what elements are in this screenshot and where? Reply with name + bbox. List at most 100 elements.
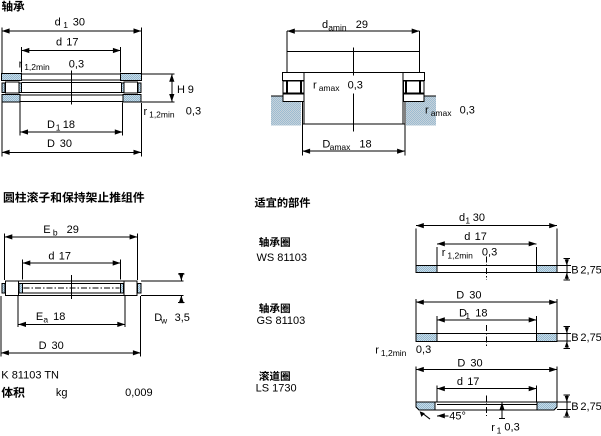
- part-name-gs: [259, 303, 290, 314]
- svg-text:r: r: [442, 247, 446, 259]
- dim-d1: d 1 30: [1, 17, 142, 73]
- label-ramax-right: r amax 0,3: [425, 105, 475, 119]
- svg-text:B: B: [571, 264, 578, 276]
- dim-ws-d1: d 1 30: [415, 212, 558, 265]
- bearing-section-title: [1, 0, 25, 12]
- label-ls-r1: r 1 0,3: [491, 402, 520, 435]
- svg-text:0,3: 0,3: [186, 106, 201, 118]
- svg-text:d: d: [322, 19, 328, 31]
- mounting-dimensions-drawing: d amin 29 r amax 0,3 r amax 0,3 D amax 1…: [271, 19, 475, 156]
- label-r12min-top: r 1,2min 0,3: [19, 59, 84, 73]
- svg-text:17: 17: [475, 231, 487, 243]
- dim-B-gs: B 2,75: [557, 325, 601, 349]
- dim-Eb: E b 29: [4, 224, 138, 280]
- label-gs-r: r 1,2min 0,3: [375, 344, 431, 358]
- dim-d: d 17: [21, 37, 122, 73]
- mass-value: 0,009: [125, 387, 153, 399]
- dim-D1: D 1 18: [19, 102, 124, 136]
- svg-text:amax: amax: [330, 142, 352, 152]
- mounting-roller-right: [405, 80, 420, 94]
- svg-text:30: 30: [470, 358, 482, 370]
- dim-gs-D: D 30: [415, 289, 558, 333]
- svg-text:0,3: 0,3: [348, 80, 363, 92]
- label-r12min-bottom: r 1,2min 0,3: [144, 106, 202, 120]
- svg-text:1: 1: [56, 122, 61, 132]
- svg-text:d: d: [48, 250, 54, 262]
- svg-text:0,3: 0,3: [69, 59, 84, 71]
- svg-text:30: 30: [473, 212, 485, 224]
- mounting-shaft-washer-left: [282, 72, 305, 81]
- mass-label: [1, 386, 25, 398]
- label-ws-r: r 1,2min 0,3: [442, 247, 497, 261]
- dim-ls-d: d 17: [436, 376, 537, 402]
- svg-text:w: w: [160, 316, 168, 326]
- svg-text:18: 18: [475, 308, 487, 320]
- mounting-roller-left: [287, 80, 302, 94]
- part-name-ws: [259, 237, 290, 247]
- svg-text:30: 30: [60, 138, 72, 150]
- cage-rim: [137, 282, 142, 294]
- label-ls-chamfer: 45°: [419, 411, 466, 423]
- housing-washer-left-section: [1, 94, 21, 103]
- roller-cage-assembly-drawing: E b 29 d 17 E a 18 D 30 D w 3,5: [0, 224, 190, 357]
- cage-strip: [1, 82, 6, 93]
- cage-strip: [137, 82, 142, 93]
- svg-text:2,75: 2,75: [580, 401, 601, 413]
- svg-text:r: r: [375, 345, 379, 357]
- svg-text:45°: 45°: [449, 411, 466, 423]
- dim-damin: d amin 29: [287, 19, 420, 34]
- svg-text:amax: amax: [319, 83, 341, 93]
- svg-text:17: 17: [59, 250, 71, 262]
- svg-text:18: 18: [63, 119, 75, 131]
- svg-text:1: 1: [63, 20, 68, 30]
- svg-text:30: 30: [73, 17, 85, 29]
- cage-rim: [1, 282, 6, 294]
- housing-washer-right-section: [122, 94, 142, 103]
- dim-ls-D: D 30: [415, 358, 558, 402]
- assembly-roller-left: [4, 280, 20, 296]
- mounting-housing-washer-left: [282, 93, 305, 103]
- mounting-housing-washer-right: [402, 93, 425, 103]
- dim-D: D 30: [1, 102, 142, 157]
- svg-text:r: r: [313, 80, 317, 92]
- svg-text:d: d: [56, 37, 62, 49]
- cage-strip: [120, 82, 125, 93]
- svg-text:0,3: 0,3: [416, 344, 431, 356]
- mounting-shaft-washer-right: [402, 72, 426, 81]
- assembly-roller-right: [123, 280, 138, 296]
- svg-text:1: 1: [465, 311, 470, 321]
- svg-text:r: r: [144, 106, 148, 118]
- gs-washer-drawing: D 30 D 1 18 r 1,2min 0,3 B 2,75: [375, 289, 601, 358]
- svg-text:D: D: [39, 340, 47, 352]
- svg-text:D: D: [47, 138, 55, 150]
- assembly-section-title: [3, 191, 145, 203]
- dim-Damax: D amax 18: [301, 124, 406, 156]
- dim-B-ls: B 2,75: [557, 394, 601, 418]
- svg-text:a: a: [43, 315, 48, 325]
- svg-text:18: 18: [359, 139, 371, 151]
- roller-left: [4, 81, 20, 94]
- svg-text:B: B: [571, 401, 578, 413]
- part-code-ws: WS 81103: [257, 252, 308, 264]
- part-name-ls: [259, 370, 290, 381]
- bearing-cross-section-drawing: d 1 30 d 17 r 1,2min 0,3 H 9 r 1,2min 0,…: [1, 17, 202, 157]
- svg-text:1: 1: [465, 216, 470, 226]
- suitable-section-title: [254, 197, 311, 208]
- svg-text:1,2min: 1,2min: [24, 62, 50, 72]
- svg-text:30: 30: [469, 289, 481, 301]
- svg-text:d: d: [464, 231, 470, 243]
- svg-text:H: H: [177, 84, 185, 96]
- svg-text:d: d: [55, 17, 61, 29]
- dim-H: H 9: [141, 73, 194, 103]
- svg-text:D: D: [154, 312, 162, 324]
- svg-text:2,75: 2,75: [580, 332, 601, 344]
- svg-text:D: D: [459, 308, 467, 320]
- svg-text:30: 30: [52, 340, 64, 352]
- dim-Ea: E a 18: [17, 296, 126, 327]
- svg-text:d: d: [457, 376, 463, 388]
- svg-text:3,5: 3,5: [175, 312, 190, 324]
- svg-text:B: B: [571, 332, 578, 344]
- ls-washer-drawing: D 30 d 17 45° r 1 0,3 B 2,75: [415, 358, 601, 435]
- svg-text:D: D: [456, 289, 464, 301]
